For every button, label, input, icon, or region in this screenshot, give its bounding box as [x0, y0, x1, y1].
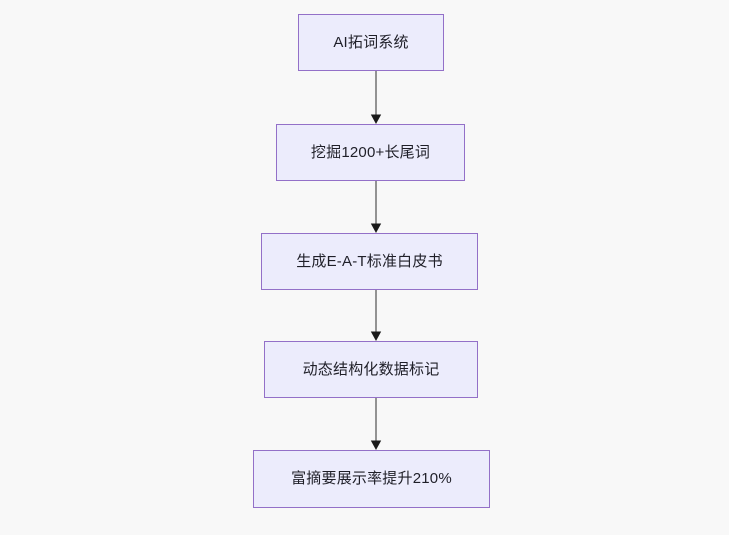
- flow-node-mine-longtail-keywords[interactable]: 挖掘1200+长尾词: [276, 124, 465, 181]
- flow-node-label: AI拓词系统: [333, 33, 409, 51]
- flow-node-label: 动态结构化数据标记: [302, 360, 440, 378]
- arrow-down-icon: [370, 223, 382, 233]
- arrow-down-icon: [370, 440, 382, 450]
- arrow-down-icon: [370, 114, 382, 124]
- flow-node-label: 挖掘1200+长尾词: [310, 143, 431, 161]
- flow-node-label: 富摘要展示率提升210%: [291, 470, 452, 487]
- flow-edge-n4-n5: [370, 398, 382, 450]
- flow-node-dynamic-structured-data-markup[interactable]: 动态结构化数据标记: [264, 341, 478, 398]
- flow-node-rich-snippet-impression-lift[interactable]: 富摘要展示率提升210%: [253, 450, 490, 508]
- flow-node-label: 生成E-A-T标准白皮书: [296, 252, 443, 270]
- arrow-down-icon: [370, 331, 382, 341]
- flow-edge-n1-n2: [370, 71, 382, 124]
- flow-edge-n2-n3: [370, 181, 382, 233]
- flow-node-ai-keyword-system[interactable]: AI拓词系统: [298, 14, 444, 71]
- flow-edge-n3-n4: [370, 290, 382, 341]
- flow-node-generate-eat-whitepaper[interactable]: 生成E-A-T标准白皮书: [261, 233, 478, 290]
